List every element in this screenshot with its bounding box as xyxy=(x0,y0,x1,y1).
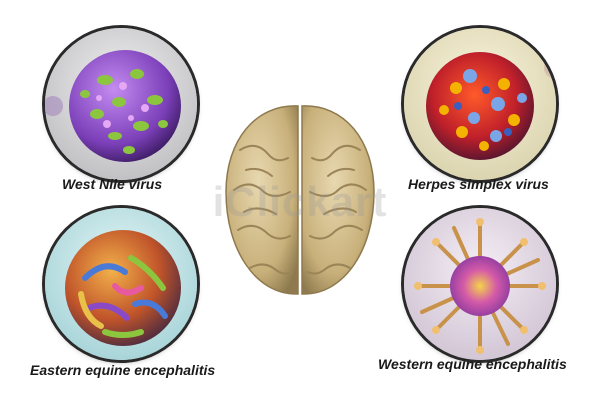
herpes-simplex-virus-label: Herpes simplex virus xyxy=(408,176,549,192)
herpes-simplex-virus-image xyxy=(404,28,556,180)
eastern-equine-encephalitis-label: Eastern equine encephalitis xyxy=(30,362,216,378)
west-nile-virus-image xyxy=(45,28,197,180)
brain-image xyxy=(216,100,384,300)
western-equine-encephalitis-image xyxy=(404,208,556,360)
western-equine-encephalitis-label: Western equine encephalitis xyxy=(378,356,567,372)
west-nile-virus-label: West Nile virus xyxy=(62,176,163,192)
eastern-equine-encephalitis-image xyxy=(45,208,197,360)
